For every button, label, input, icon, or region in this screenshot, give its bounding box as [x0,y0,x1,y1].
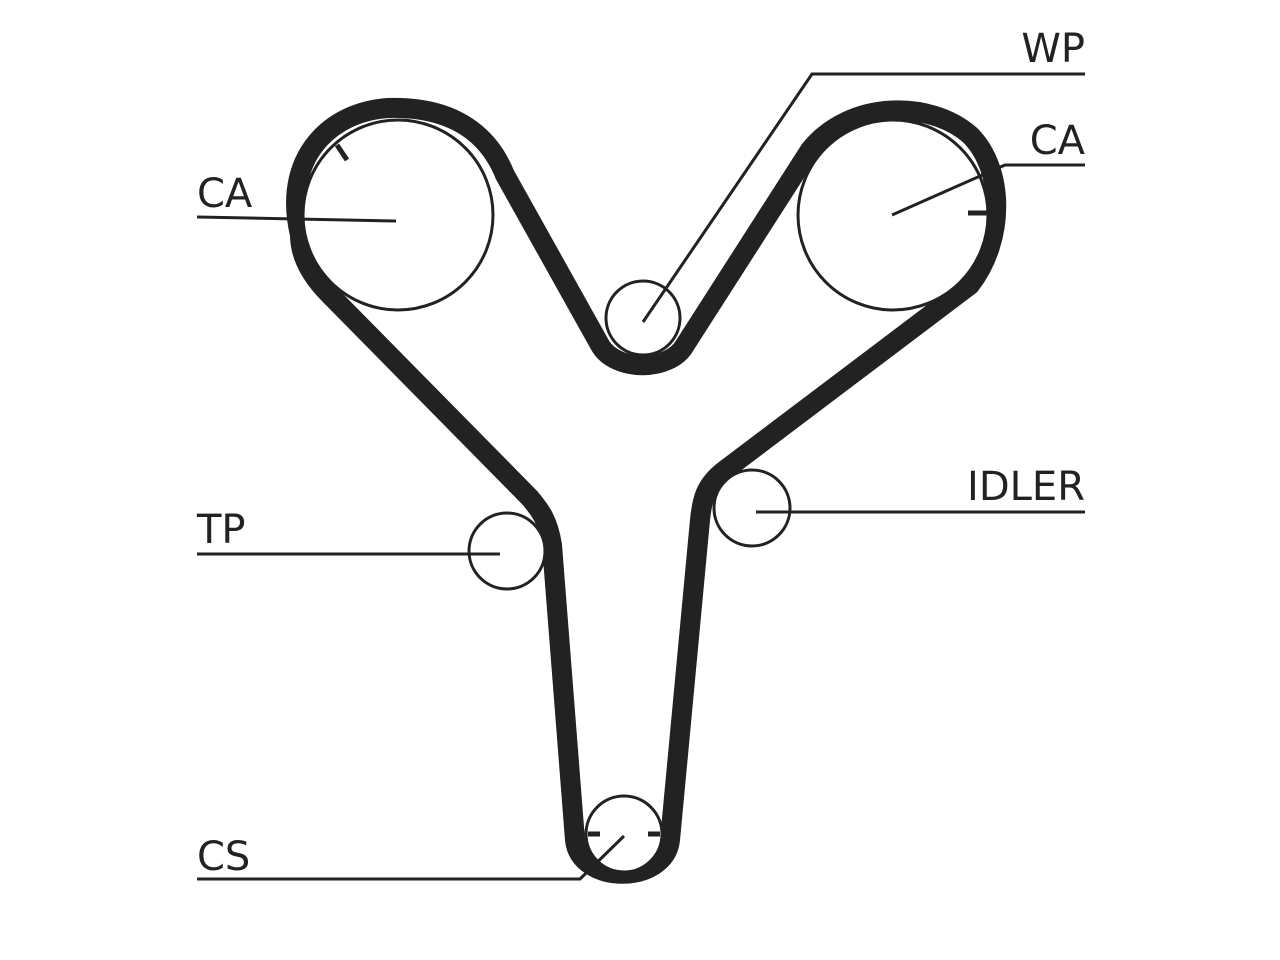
leader-ca-right [891,163,1085,217]
label-ca-left: CA [197,171,253,217]
leader-ca-left [196,215,397,223]
label-wp: WP [1021,26,1085,72]
leader-wp [641,72,1085,323]
idler-pulley [712,468,792,548]
leader-cs [197,834,626,881]
label-cs: CS [197,834,250,880]
label-ca-right: CA [1030,118,1086,164]
label-tp: TP [196,507,246,553]
label-idler: IDLER [967,464,1085,510]
water-pump-pulley [604,279,682,357]
timing-mark-left-cam [334,143,350,162]
camshaft-pulley-left [301,118,495,312]
timing-belt [286,97,1007,884]
tensioner-pulley [467,511,547,591]
